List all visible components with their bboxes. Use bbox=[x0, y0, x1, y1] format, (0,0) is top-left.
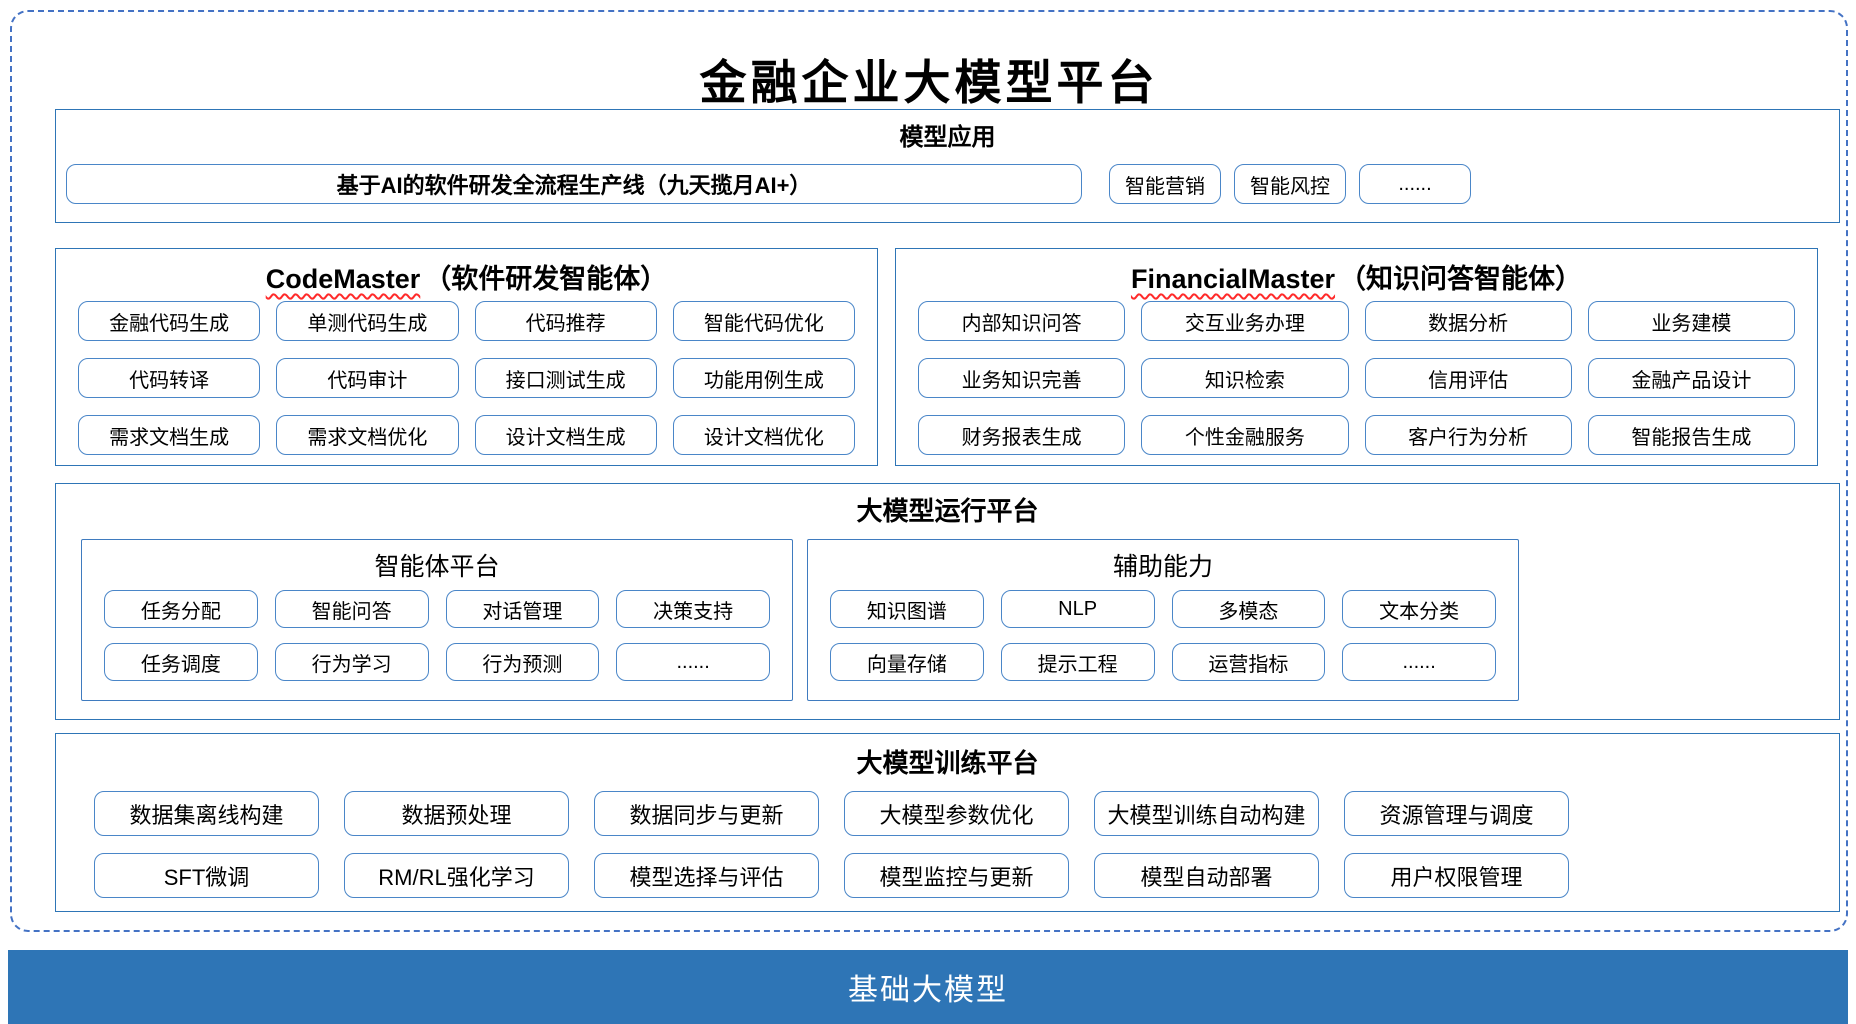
capability-item: 行为预测 bbox=[445, 643, 600, 681]
capability-item: 个性金融服务 bbox=[1141, 415, 1349, 455]
capability-item: 内部知识问答 bbox=[918, 301, 1126, 341]
capability-item: 任务分配 bbox=[104, 590, 258, 628]
capability-item: 数据预处理 bbox=[344, 791, 569, 836]
capability-item: 模型监控与更新 bbox=[844, 853, 1069, 898]
codemaster-title-en: CodeMaster bbox=[265, 264, 421, 294]
section-runtime-platform: 大模型运行平台 智能体平台 任务分配 智能问答 对话管理 决策支持 任务调度 行… bbox=[55, 483, 1840, 720]
capability-item: 金融代码生成 bbox=[78, 301, 261, 341]
capability-item-ellipsis: ...... bbox=[616, 643, 770, 681]
capability-item: RM/RL强化学习 bbox=[344, 853, 569, 898]
capability-item: 智能报告生成 bbox=[1587, 415, 1795, 455]
foundation-model-label: 基础大模型 bbox=[848, 974, 1008, 1007]
capability-item: 金融产品设计 bbox=[1587, 358, 1795, 398]
capability-item: 业务知识完善 bbox=[918, 358, 1126, 398]
section-model-applications: 模型应用 基于AI的软件研发全流程生产线（九天揽月AI+） 智能营销 智能风控 … bbox=[55, 109, 1840, 223]
capability-item: 决策支持 bbox=[616, 590, 770, 628]
capability-item: 知识图谱 bbox=[830, 590, 984, 628]
aux-ability-header: 辅助能力 bbox=[1112, 553, 1213, 581]
capability-item: 智能代码优化 bbox=[672, 301, 855, 341]
capability-item: 模型自动部署 bbox=[1094, 853, 1319, 898]
capability-item-ellipsis: ...... bbox=[1342, 643, 1496, 681]
capability-item: 交互业务办理 bbox=[1141, 301, 1349, 341]
capability-item: NLP bbox=[1000, 590, 1155, 628]
capability-item: 知识检索 bbox=[1141, 358, 1349, 398]
capability-item-ellipsis: ...... bbox=[1359, 164, 1471, 204]
agent-platform-box: 智能体平台 任务分配 智能问答 对话管理 决策支持 任务调度 行为学习 行为预测… bbox=[81, 539, 793, 701]
capability-item: 需求文档生成 bbox=[78, 415, 261, 455]
capability-item: 设计文档优化 bbox=[672, 415, 855, 455]
financialmaster-title-en: FinancialMaster bbox=[1130, 264, 1336, 294]
capability-item: 向量存储 bbox=[830, 643, 984, 681]
capability-item: 行为学习 bbox=[274, 643, 429, 681]
capability-item: 文本分类 bbox=[1342, 590, 1496, 628]
capability-item: 接口测试生成 bbox=[474, 358, 657, 398]
capability-item: 单测代码生成 bbox=[276, 301, 459, 341]
ai-pipeline-box: 基于AI的软件研发全流程生产线（九天揽月AI+） bbox=[66, 164, 1082, 204]
capability-item: 数据分析 bbox=[1364, 301, 1572, 341]
capability-item: 运营指标 bbox=[1171, 643, 1326, 681]
capability-item: 大模型训练自动构建 bbox=[1094, 791, 1319, 836]
codemaster-title-zh: （软件研发智能体） bbox=[424, 264, 668, 294]
capability-item: 信用评估 bbox=[1364, 358, 1572, 398]
capability-item: 大模型参数优化 bbox=[844, 791, 1069, 836]
financialmaster-grid: 内部知识问答 交互业务办理 数据分析 业务建模 业务知识完善 知识检索 信用评估… bbox=[918, 301, 1795, 455]
codemaster-grid: 金融代码生成 单测代码生成 代码推荐 智能代码优化 代码转译 代码审计 接口测试… bbox=[78, 301, 855, 455]
capability-item: 数据同步与更新 bbox=[594, 791, 819, 836]
capability-item: 数据集离线构建 bbox=[94, 791, 319, 836]
capability-item: 资源管理与调度 bbox=[1344, 791, 1569, 836]
financialmaster-title-zh: （知识问答智能体） bbox=[1339, 264, 1583, 294]
section-financialmaster: FinancialMaster（知识问答智能体） 内部知识问答 交互业务办理 数… bbox=[895, 248, 1818, 466]
training-platform-header: 大模型训练平台 bbox=[856, 748, 1039, 778]
section-training-platform: 大模型训练平台 数据集离线构建 数据预处理 数据同步与更新 大模型参数优化 大模… bbox=[55, 733, 1840, 912]
capability-item: 用户权限管理 bbox=[1344, 853, 1569, 898]
capability-item: 对话管理 bbox=[445, 590, 600, 628]
capability-item: 业务建模 bbox=[1587, 301, 1795, 341]
section-model-applications-header: 模型应用 bbox=[899, 124, 996, 151]
capability-item: 客户行为分析 bbox=[1364, 415, 1572, 455]
page-title: 金融企业大模型平台 bbox=[699, 56, 1159, 111]
training-platform-grid: 数据集离线构建 数据预处理 数据同步与更新 大模型参数优化 大模型训练自动构建 … bbox=[94, 791, 1569, 898]
capability-item: SFT微调 bbox=[94, 853, 319, 898]
foundation-model-bar: 基础大模型 bbox=[8, 950, 1848, 1024]
capability-item: 设计文档生成 bbox=[474, 415, 657, 455]
capability-item: 多模态 bbox=[1171, 590, 1326, 628]
financialmaster-header: FinancialMaster（知识问答智能体） bbox=[896, 249, 1817, 294]
model-applications-row: 基于AI的软件研发全流程生产线（九天揽月AI+） 智能营销 智能风控 .....… bbox=[66, 164, 1829, 204]
capability-item: 模型选择与评估 bbox=[594, 853, 819, 898]
capability-item: 代码转译 bbox=[78, 358, 261, 398]
aux-ability-box: 辅助能力 知识图谱 NLP 多模态 文本分类 向量存储 提示工程 运营指标 ..… bbox=[807, 539, 1519, 701]
capability-item: 代码推荐 bbox=[474, 301, 657, 341]
codemaster-header: CodeMaster（软件研发智能体） bbox=[56, 249, 877, 294]
capability-item: 财务报表生成 bbox=[918, 415, 1126, 455]
capability-item: 需求文档优化 bbox=[276, 415, 459, 455]
capability-item: 智能问答 bbox=[274, 590, 429, 628]
capability-item: 代码审计 bbox=[276, 358, 459, 398]
agent-platform-grid: 任务分配 智能问答 对话管理 决策支持 任务调度 行为学习 行为预测 .....… bbox=[104, 590, 770, 681]
capability-item: 功能用例生成 bbox=[672, 358, 855, 398]
section-codemaster: CodeMaster（软件研发智能体） 金融代码生成 单测代码生成 代码推荐 智… bbox=[55, 248, 878, 466]
capability-item: 智能风控 bbox=[1234, 164, 1346, 204]
agent-platform-header: 智能体平台 bbox=[374, 553, 500, 581]
aux-ability-grid: 知识图谱 NLP 多模态 文本分类 向量存储 提示工程 运营指标 ...... bbox=[830, 590, 1496, 681]
capability-item: 智能营销 bbox=[1109, 164, 1221, 204]
capability-item: 提示工程 bbox=[1000, 643, 1155, 681]
runtime-platform-header: 大模型运行平台 bbox=[856, 496, 1039, 526]
capability-item: 任务调度 bbox=[104, 643, 258, 681]
